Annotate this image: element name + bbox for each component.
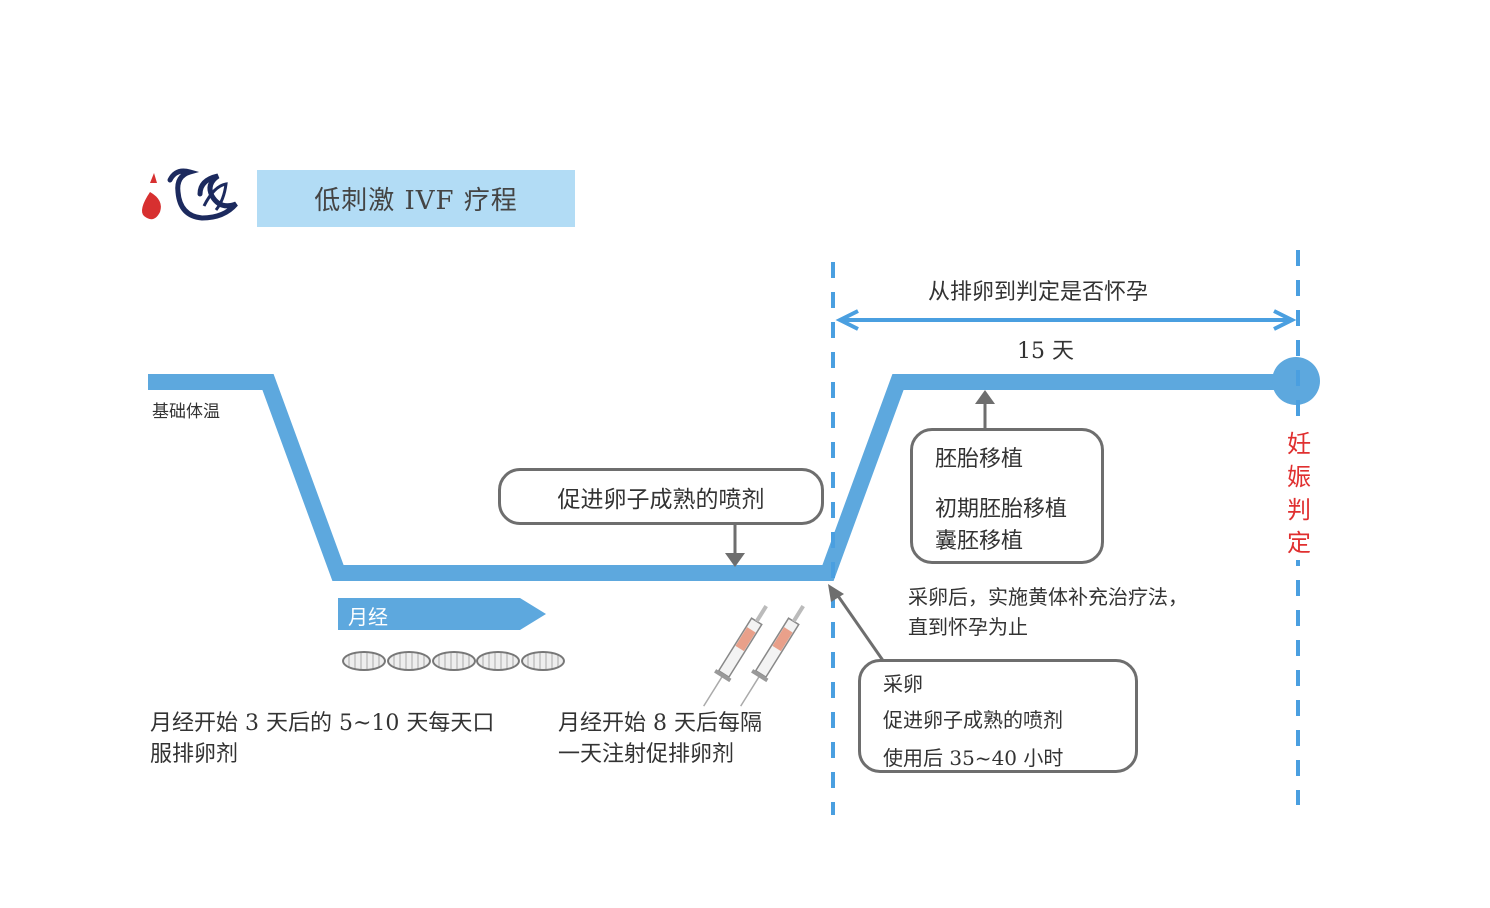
stork-logo: [142, 168, 238, 221]
luteal-note-line-1: 采卵后，实施黄体补充治疗法，: [908, 585, 1188, 609]
temperature-curve: [148, 374, 1296, 581]
transfer-arrow: [975, 390, 995, 428]
pregnancy-char-1: 妊: [1287, 430, 1311, 458]
injection-note-line-2: 一天注射促排卵剂: [558, 742, 735, 767]
pill-icon: [387, 651, 431, 671]
luteal-note-line-2: 直到怀孕为止: [908, 615, 1028, 639]
syringe-icon: [740, 605, 805, 707]
oral-medication-note: 月经开始 3 天后的 5~10 天每天口 服排卵剂: [150, 708, 494, 770]
interval-label: 从排卵到判定是否怀孕: [928, 280, 1149, 305]
page-title: 低刺激 IVF 疗程: [257, 170, 575, 227]
oral-note-line-1: 月经开始 3 天后的 5~10 天每天口: [150, 711, 495, 736]
pregnancy-test-label: 妊 娠 判 定: [1285, 428, 1313, 560]
pill-icon: [342, 651, 386, 671]
transfer-callout: 胚胎移植 初期胚胎移植 囊胚移植: [910, 428, 1104, 564]
luteal-note: 采卵后，实施黄体补充治疗法， 直到怀孕为止: [908, 582, 1188, 642]
pregnancy-char-3: 判: [1287, 496, 1311, 524]
transfer-title: 胚胎移植: [935, 447, 1024, 472]
period-arrow: [338, 598, 546, 630]
period-label: 月经: [348, 605, 388, 629]
retrieval-title: 采卵: [883, 672, 923, 696]
temperature-label: 基础体温: [152, 402, 220, 422]
spray-callout: 促进卵子成熟的喷剂: [498, 468, 824, 525]
injection-note: 月经开始 8 天后每隔 一天注射促排卵剂: [558, 708, 762, 770]
injection-note-line-1: 月经开始 8 天后每隔: [558, 711, 762, 736]
pregnancy-char-4: 定: [1287, 529, 1311, 557]
pill-icon: [521, 651, 565, 671]
oral-note-line-2: 服排卵剂: [150, 742, 239, 767]
retrieval-callout: 采卵 促进卵子成熟的喷剂 使用后 35~40 小时: [858, 659, 1138, 773]
transfer-line-2: 囊胚移植: [935, 529, 1024, 554]
retrieval-arrow: [828, 584, 886, 663]
pill-icon: [432, 651, 476, 671]
transfer-line-1: 初期胚胎移植: [935, 497, 1068, 522]
pregnancy-char-2: 娠: [1287, 463, 1311, 491]
retrieval-line-1: 促进卵子成熟的喷剂: [883, 708, 1063, 732]
syringe-icon: [703, 605, 768, 707]
interval-days: 15 天: [1017, 339, 1074, 364]
spray-arrow: [725, 525, 745, 567]
retrieval-line-2: 使用后 35~40 小时: [883, 746, 1064, 770]
interval-arrow: [835, 309, 1297, 331]
pill-icon: [476, 651, 520, 671]
